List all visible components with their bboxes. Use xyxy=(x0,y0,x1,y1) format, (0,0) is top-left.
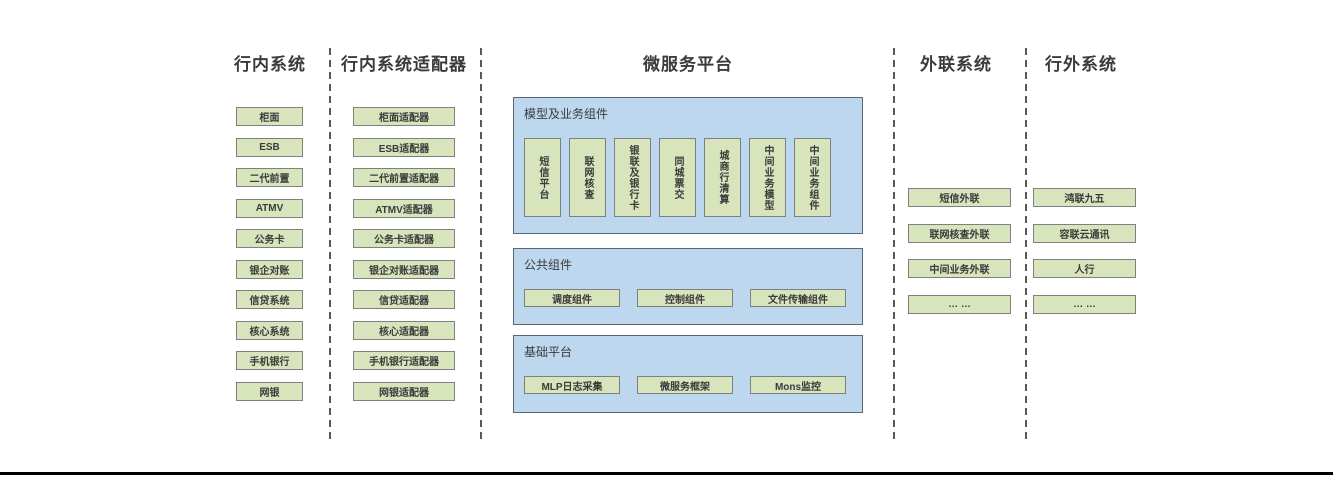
system-box: 网银 xyxy=(236,381,303,401)
base-platform-list: MLP日志采集微服务框架 Mons监控 xyxy=(524,376,846,394)
column-separator xyxy=(893,48,895,443)
adapter-box: 核心适配器 xyxy=(353,320,455,340)
system-box: 柜面 xyxy=(236,107,303,126)
adapter-box: 二代前置适配器 xyxy=(353,168,455,187)
panel-common-components: 公共组件 调度组件控制组件文件传输组件 xyxy=(513,248,863,325)
component-box: 调度组件 xyxy=(524,289,620,307)
component-box: 银联及银行卡 xyxy=(614,138,651,217)
component-box: 中间业务模型 xyxy=(749,138,786,217)
model-business-components-list: 短信平台联网核查银联及银行卡同城票交城商行清算中间业务模型中间业务组件 xyxy=(524,138,831,217)
adapter-box: 手机银行适配器 xyxy=(353,351,455,370)
system-box: 中间业务外联 xyxy=(908,259,1011,278)
system-box: … … xyxy=(908,294,1011,314)
adapter-box: 柜面适配器 xyxy=(353,107,455,126)
adapter-box: 信贷适配器 xyxy=(353,290,455,309)
panel-label-model-business-components: 模型及业务组件 xyxy=(524,107,609,121)
column-separator xyxy=(480,48,482,443)
system-box: ATMV xyxy=(236,198,303,218)
system-box: 银企对账 xyxy=(236,259,303,279)
adapter-box: ESB适配器 xyxy=(353,137,455,157)
column-header-internal-adapters: 行内系统适配器 xyxy=(341,55,467,74)
panel-base-platform: 基础平台 MLP日志采集微服务框架 Mons监控 xyxy=(513,335,863,413)
system-box: 核心系统 xyxy=(236,320,303,340)
adapter-box: 公务卡适配器 xyxy=(353,229,455,248)
column-header-outside-systems: 行外系统 xyxy=(1045,55,1117,74)
column-header-internal-systems: 行内系统 xyxy=(234,55,306,74)
internal-adapters-list: 柜面适配器 ESB适配器二代前置适配器 ATMV适配器公务卡适配器银企对账适配器信贷… xyxy=(353,107,455,401)
component-box: 文件传输组件 xyxy=(750,289,846,307)
component-box: 微服务框架 xyxy=(637,376,733,394)
adapter-box: 网银适配器 xyxy=(353,381,455,401)
system-box: 鸿联九五 xyxy=(1033,188,1136,207)
system-box: 手机银行 xyxy=(236,351,303,370)
component-box: 短信平台 xyxy=(524,138,561,217)
component-box: 中间业务组件 xyxy=(794,138,831,217)
system-box: 信贷系统 xyxy=(236,290,303,309)
system-box: 联网核查外联 xyxy=(908,223,1011,243)
outside-systems-list: 鸿联九五容联云通讯人行 … … xyxy=(1033,188,1136,314)
component-box: Mons监控 xyxy=(750,376,846,394)
system-box: 短信外联 xyxy=(908,188,1011,207)
system-box: 人行 xyxy=(1033,259,1136,278)
component-box: MLP日志采集 xyxy=(524,376,620,394)
common-components-list: 调度组件控制组件文件传输组件 xyxy=(524,289,846,307)
adapter-box: ATMV适配器 xyxy=(353,198,455,218)
column-header-external-link-systems: 外联系统 xyxy=(920,55,992,74)
system-box: 容联云通讯 xyxy=(1033,223,1136,243)
adapter-box: 银企对账适配器 xyxy=(353,259,455,279)
panel-model-business-components: 模型及业务组件 短信平台联网核查银联及银行卡同城票交城商行清算中间业务模型中间业… xyxy=(513,97,863,234)
column-separator xyxy=(1025,48,1027,443)
bottom-border-line xyxy=(0,472,1333,475)
column-separator xyxy=(329,48,331,443)
external-link-systems-list: 短信外联联网核查外联中间业务外联 … … xyxy=(908,188,1011,314)
panel-label-base-platform: 基础平台 xyxy=(524,345,573,359)
component-box: 同城票交 xyxy=(659,138,696,217)
system-box: … … xyxy=(1033,294,1136,314)
component-box: 控制组件 xyxy=(637,289,733,307)
column-header-microservice-platform: 微服务平台 xyxy=(643,55,733,74)
panel-label-common-components: 公共组件 xyxy=(524,258,573,272)
system-box: 二代前置 xyxy=(236,168,303,187)
internal-systems-list: 柜面 ESB 二代前置 ATMV 公务卡银企对账信贷系统核心系统手机银行网银 xyxy=(236,107,303,401)
component-box: 联网核查 xyxy=(569,138,606,217)
component-box: 城商行清算 xyxy=(704,138,741,217)
system-box: 公务卡 xyxy=(236,229,303,248)
system-box: ESB xyxy=(236,137,303,157)
